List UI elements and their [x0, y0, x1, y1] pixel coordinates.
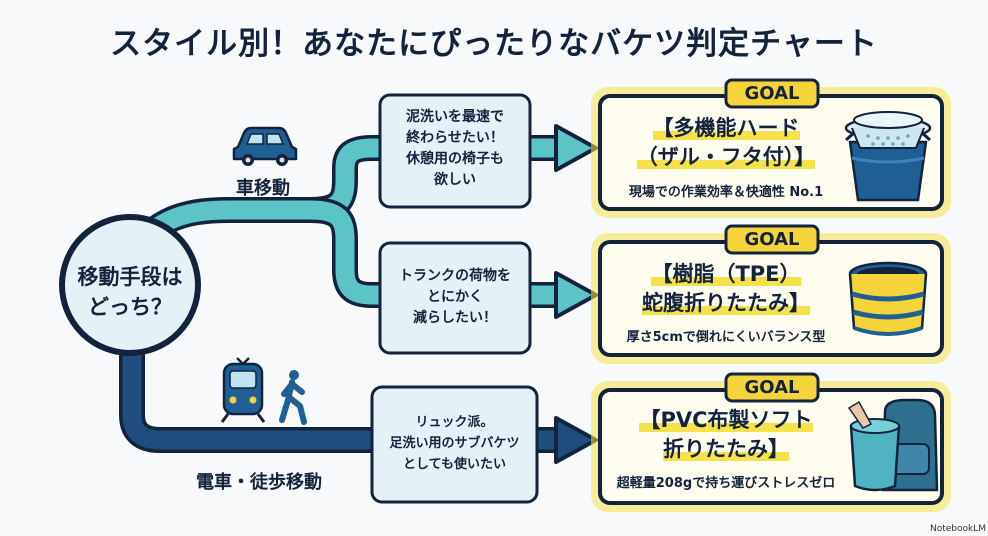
- condition-text-3: リュック派。 足洗い用のサブバケツ としても使いたい: [389, 415, 520, 472]
- start-line-1: 移動手段は: [77, 265, 183, 289]
- condition-text-2: トランクの荷物を とにかく 減らしたい！: [399, 268, 511, 326]
- start-line-2: どっち？: [88, 295, 172, 319]
- goal-badge-bg-1: [724, 78, 820, 109]
- goal-desc-1: 現場での作業効率＆快適性 No.1: [628, 185, 824, 200]
- arrowhead-2: [554, 271, 598, 319]
- start-node: [59, 214, 201, 356]
- arrowhead-3: [554, 416, 598, 464]
- goal-desc-2: 厚さ5cmで倒れにくいバランス型: [626, 330, 826, 345]
- goal-desc-3: 超軽量208gで持ち運びストレスゼロ: [616, 476, 836, 491]
- train-icon: [220, 357, 266, 423]
- goal-name-1: 【多機能ハード （ザル・フタ付）】: [636, 116, 816, 169]
- goal-badge-2: GOAL: [744, 229, 800, 250]
- condition-box-1: [378, 93, 532, 209]
- goal-name-3: 【PVC布製ソフト 折りたたみ】: [639, 408, 813, 461]
- goal-badge-3: GOAL: [744, 377, 800, 398]
- condition-box-3: [370, 385, 539, 504]
- collapsible-yellow-bucket-icon: [848, 261, 928, 336]
- arrowhead-1: [554, 124, 598, 172]
- car-branch-label: 車移動: [236, 178, 290, 199]
- soft-bucket-and-backpack-icon: [847, 398, 939, 492]
- goal-badge-bg-3: [724, 372, 820, 403]
- condition-box-2: [378, 241, 532, 355]
- page-title: スタイル別！あなたにぴったりなバケツ判定チャート: [110, 26, 878, 62]
- goal-name-2: 【樹脂（TPE） 蛇腹折りたたみ】: [642, 262, 810, 315]
- start-node-text: 移動手段は どっち？: [60, 262, 200, 322]
- walking-person-icon: [279, 370, 307, 425]
- credit-watermark: NotebookLM: [929, 524, 986, 534]
- goal-badge-1: GOAL: [744, 83, 800, 104]
- train-branch-label: 電車・徒歩移動: [196, 472, 322, 493]
- car-icon: [232, 126, 298, 166]
- goal-badge-bg-2: [724, 224, 820, 255]
- blue-bucket-with-colander-icon: [844, 111, 932, 202]
- condition-text-1: 泥洗いを最速で 終わらせたい！ 休憩用の椅子も 欲しい: [406, 109, 504, 188]
